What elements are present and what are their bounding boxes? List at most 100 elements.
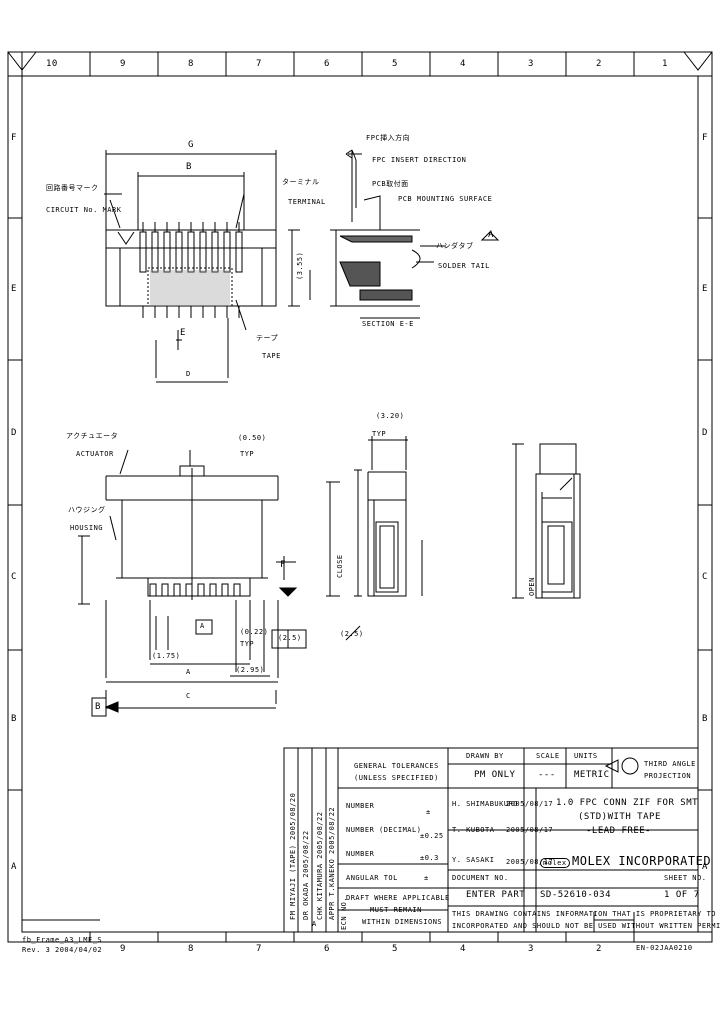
sheet-number: 1 OF 7 — [664, 890, 700, 900]
rev-row2: DR OKADA 2005/08/22 — [302, 830, 310, 920]
col-label-bottom-2: 2 — [596, 944, 602, 954]
datum-b: B — [95, 702, 101, 712]
terminal-en: TERMINAL — [288, 198, 326, 206]
row-label-d-right: D — [702, 428, 708, 438]
col-label-7: 7 — [256, 59, 262, 69]
col-label-bottom-5: 5 — [392, 944, 398, 954]
dim-1-75: (1.75) — [152, 652, 181, 660]
tape-jp: テープ — [256, 334, 279, 342]
draft-2: MUST REMAIN — [370, 906, 422, 914]
tol-2-lbl: NUMBER (DECIMAL) — [346, 826, 422, 834]
tol-3-val: ±0.3 — [420, 854, 439, 862]
pcb-mount-jp: PCB取付面 — [372, 180, 409, 188]
actuator-en: ACTUATOR — [76, 450, 114, 458]
dim-0-50: (0.50) — [238, 434, 267, 442]
row-label-a: A — [11, 862, 17, 872]
col-label-8: 8 — [188, 59, 194, 69]
solder-tail-en: SOLDER TAIL — [438, 262, 490, 270]
row-label-d: D — [11, 428, 17, 438]
col-label-bottom-7: 7 — [256, 944, 262, 954]
dim-a-box: A — [200, 622, 205, 630]
rev-row4: APPR T.KANEKO 2005/08/22 — [328, 806, 336, 920]
row-label-c-right: C — [702, 572, 708, 582]
hdr-drawn: DRAWN BY — [466, 752, 504, 760]
hdr-units: UNITS — [574, 752, 598, 760]
col-label-9: 9 — [120, 59, 126, 69]
rev-row1: FM MIYAJI (TAPE) 2005/08/20 — [289, 792, 297, 920]
dim-a-front: A — [186, 668, 191, 676]
col-label-1: 1 — [662, 59, 668, 69]
tol-note: (2.5) — [278, 634, 302, 642]
enter-part: ENTER PART — [466, 890, 526, 900]
tol-1-val: ± — [426, 808, 431, 816]
footer-left-2: Rev. 3 2004/04/02 — [22, 946, 103, 954]
molex-logo: molex — [540, 858, 570, 868]
col-label-bottom-9: 9 — [120, 944, 126, 954]
title-line-1: 1.0 FPC CONN ZIF FOR SMT — [556, 798, 699, 808]
rev-col-label: A — [312, 920, 317, 928]
pcb-mount-en: PCB MOUNTING SURFACE — [398, 195, 493, 203]
drawn-date: 2005/08/17 — [506, 800, 554, 808]
notice-2: INCORPORATED AND SHOULD NOT BE USED WITH… — [452, 922, 720, 930]
col-label-5: 5 — [392, 59, 398, 69]
row-label-e-right: E — [702, 284, 708, 294]
row-label-a-right: A — [702, 862, 708, 872]
dim-0-45: (2.5) — [340, 630, 364, 638]
col-label-bottom-8: 8 — [188, 944, 194, 954]
dim-c-front: C — [186, 692, 191, 700]
ang-val: ± — [424, 874, 429, 882]
terminal-jp: ターミナル — [282, 178, 320, 186]
tol-1-lbl: NUMBER — [346, 802, 375, 810]
open-label: OPEN — [528, 577, 536, 596]
hdr-scale: SCALE — [536, 752, 560, 760]
col-label-2: 2 — [596, 59, 602, 69]
third-angle-1: THIRD ANGLE — [644, 760, 696, 768]
title-line-2: (STD)WITH TAPE — [578, 812, 661, 822]
dim-b: B — [186, 162, 192, 172]
col-label-bottom-6: 6 — [324, 944, 330, 954]
chk-date: 2005/08/17 — [506, 826, 554, 834]
housing-en: HOUSING — [70, 524, 104, 532]
tol-3-lbl: NUMBER — [346, 850, 375, 858]
col-label-bottom-3: 3 — [528, 944, 534, 954]
third-angle-2: PROJECTION — [644, 772, 692, 780]
circuit-mark-jp: 回路番号マーク — [46, 184, 99, 192]
pm-only: PM ONLY — [474, 770, 516, 780]
doc-number: SD-52610-034 — [540, 890, 612, 900]
circuit-mark-en: CIRCUIT No. MARK — [46, 206, 122, 214]
dim-3-55: (3.55) — [296, 251, 304, 280]
row-label-b: B — [11, 714, 17, 724]
notice-1: THIS DRAWING CONTAINS INFORMATION THAT I… — [452, 910, 720, 918]
dim-3-20: (3.20) — [376, 412, 405, 420]
row-label-f: F — [11, 133, 17, 143]
appr-date: 2005/08/17 — [506, 858, 554, 866]
row-label-f-right: F — [702, 133, 708, 143]
col-label-10: 10 — [46, 59, 58, 69]
solder-tail-jp: ハンダタブ — [436, 242, 474, 250]
typ-side: TYP — [372, 430, 387, 438]
typ-front-2: TYP — [240, 640, 255, 648]
scale-val: --- — [538, 770, 556, 780]
chk-name: T. KUBOTA — [452, 826, 495, 834]
dim-0-22: (0.22) — [240, 628, 269, 636]
footer-left-1: fb_Frame_A3_LME_S — [22, 936, 103, 944]
draft-3: WITHIN DIMENSIONS — [362, 918, 443, 926]
draft-1: DRAFT WHERE APPLICABLE — [346, 894, 450, 902]
ang-lbl: ANGULAR TOL — [346, 874, 398, 882]
col-label-bottom-4: 4 — [460, 944, 466, 954]
close-label: CLOSE — [336, 554, 344, 578]
row-label-b-right: B — [702, 714, 708, 724]
tape-en: TAPE — [262, 352, 281, 360]
dim-g: G — [188, 140, 194, 150]
dim-d-top: D — [186, 370, 191, 378]
housing-jp: ハウジング — [68, 506, 106, 514]
appr-name: Y. SASAKI — [452, 856, 495, 864]
tol-2-val: ±0.25 — [420, 832, 444, 840]
drawn-name: H. SHIMABUKURO — [452, 800, 519, 808]
col-label-4: 4 — [460, 59, 466, 69]
doc-no-label: DOCUMENT NO. — [452, 874, 509, 882]
footer-right: EN-02JAA0210 — [636, 944, 693, 952]
row-label-c: C — [11, 572, 17, 582]
company-name: MOLEX INCORPORATED — [572, 854, 712, 868]
